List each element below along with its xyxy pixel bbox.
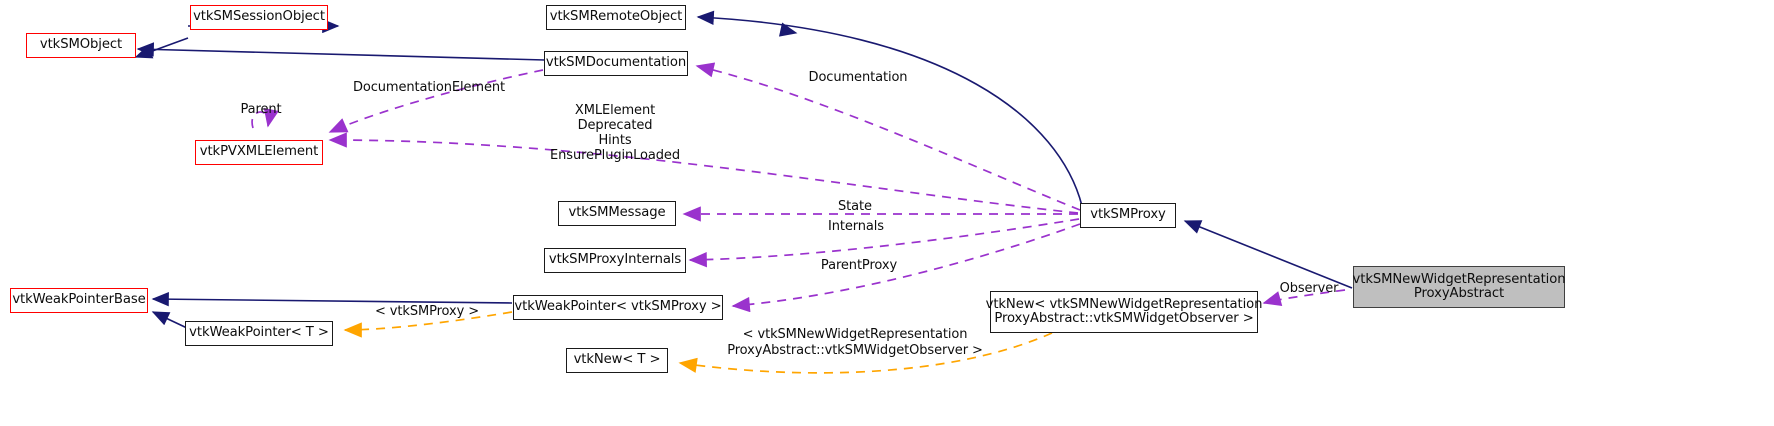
edge-weakpointerproxy-to-base	[151, 291, 513, 307]
template-edges	[343, 311, 1053, 374]
node-vtknew-widgetobserver[interactable]: vtkNew< vtkSMNewWidgetRepresentation Pro…	[986, 291, 1262, 333]
node-vtkweakpointerbase[interactable]: vtkWeakPointerBase	[10, 288, 148, 313]
node-vtksmremoteobject[interactable]: vtkSMRemoteObject	[546, 5, 686, 30]
edge-label-xmlelement-group: XMLElement Deprecated Hints EnsurePlugin…	[550, 103, 680, 163]
edge-label-parent: Parent	[240, 102, 282, 117]
node-vtksmobject[interactable]: vtkSMObject	[26, 33, 136, 58]
edge-weakpointert-to-base	[151, 311, 188, 329]
edge-documentation-to-smobject	[136, 42, 546, 61]
edge-label-parentproxy: ParentProxy	[820, 258, 898, 273]
edge-proxy-to-weakpointerproxy	[731, 223, 1081, 313]
edge-current-to-proxy	[1183, 220, 1353, 289]
edge-sessionobject-to-smobject	[134, 37, 189, 59]
node-vtksmsessionobject[interactable]: vtkSMSessionObject	[190, 5, 328, 30]
edge-proxy-to-remoteobject	[696, 10, 1083, 207]
edge-label-state: State	[838, 199, 872, 214]
node-vtkpvxmlelement[interactable]: vtkPVXMLElement	[195, 140, 323, 165]
edge-current-to-newobserver	[1262, 289, 1346, 306]
edge-label-documentation: Documentation	[808, 70, 908, 85]
edge-label-documentationelement: DocumentationElement	[352, 80, 506, 95]
edge-weakpointerproxy-to-weakpointert	[343, 311, 513, 338]
node-vtksmmessage[interactable]: vtkSMMessage	[558, 201, 676, 226]
edge-proxy-xmlelement	[328, 132, 1079, 214]
edge-label-template-vtksmproxy: < vtkSMProxy >	[374, 304, 480, 319]
edge-newobserver-to-newt	[678, 332, 1053, 374]
edge-xmlelement-self-parent	[251, 108, 279, 129]
composition-edges	[251, 62, 1346, 313]
inheritance-edges	[134, 10, 1353, 329]
node-vtksmproxyinternals[interactable]: vtkSMProxyInternals	[544, 248, 686, 273]
node-vtknew-t[interactable]: vtkNew< T >	[566, 348, 668, 373]
edge-proxy-to-documentation	[695, 62, 1081, 211]
node-vtkweakpointer-vtksmproxy[interactable]: vtkWeakPointer< vtkSMProxy >	[513, 295, 723, 320]
edge-label-observer: Observer	[1279, 281, 1339, 296]
node-vtkweakpointer-t[interactable]: vtkWeakPointer< T >	[185, 321, 333, 346]
node-vtksmnewwidgetrepresentationproxyabstract[interactable]: vtkSMNewWidgetRepresentation ProxyAbstra…	[1353, 266, 1566, 308]
edge-documentation-to-xmlelement	[328, 69, 544, 133]
node-vtksmproxy[interactable]: vtkSMProxy	[1080, 203, 1176, 228]
node-vtksmdocumentation[interactable]: vtkSMDocumentation	[544, 51, 688, 76]
edge-label-internals: Internals	[828, 219, 884, 234]
edge-proxy-to-proxyinternals	[688, 218, 1080, 268]
edge-label-template-widgetobserver: < vtkSMNewWidgetRepresentation ProxyAbst…	[727, 327, 983, 358]
